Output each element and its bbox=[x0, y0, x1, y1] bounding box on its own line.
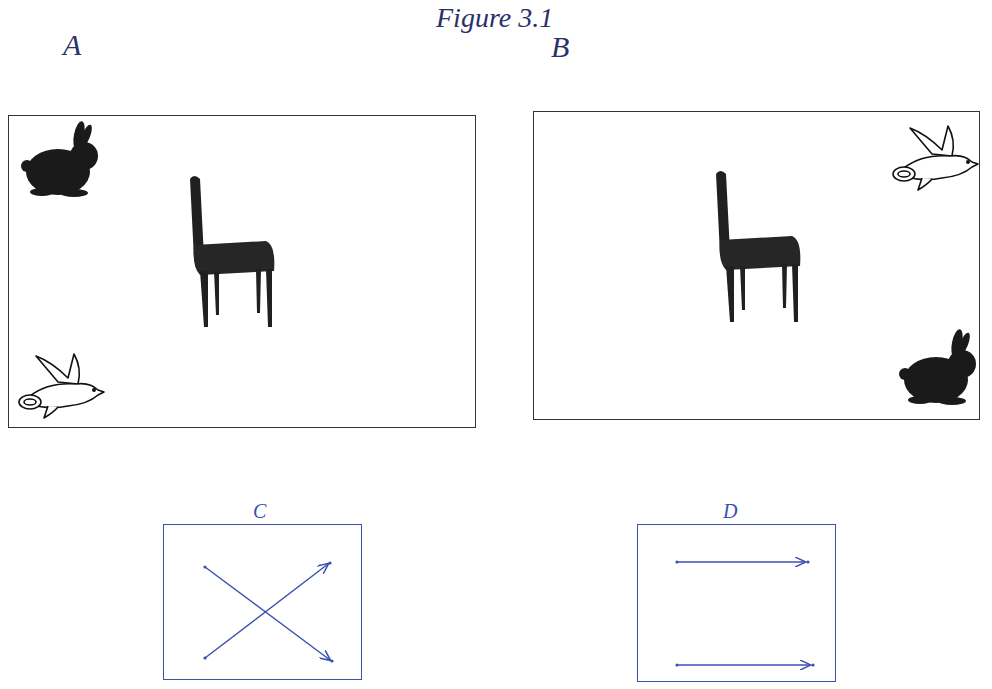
figure-title: Figure 3.1 bbox=[436, 4, 553, 32]
point-dot bbox=[203, 560, 814, 666]
rabbit-silhouette bbox=[21, 120, 98, 197]
panel-label: B bbox=[551, 32, 569, 62]
rabbit-silhouette bbox=[899, 328, 976, 405]
panel-label: D bbox=[723, 501, 737, 521]
chair-silhouette bbox=[190, 176, 274, 327]
chair-silhouette bbox=[716, 171, 800, 322]
figure-panel: D bbox=[637, 524, 836, 682]
figure-panel: C bbox=[163, 524, 362, 680]
arrow-sketch bbox=[205, 562, 810, 665]
panel-label: A bbox=[63, 30, 81, 60]
bird-outline bbox=[893, 126, 978, 190]
bird-outline bbox=[19, 354, 104, 418]
figure-panel: B bbox=[533, 111, 980, 420]
panel-label: C bbox=[253, 501, 266, 521]
figure-panel: A bbox=[8, 115, 476, 428]
